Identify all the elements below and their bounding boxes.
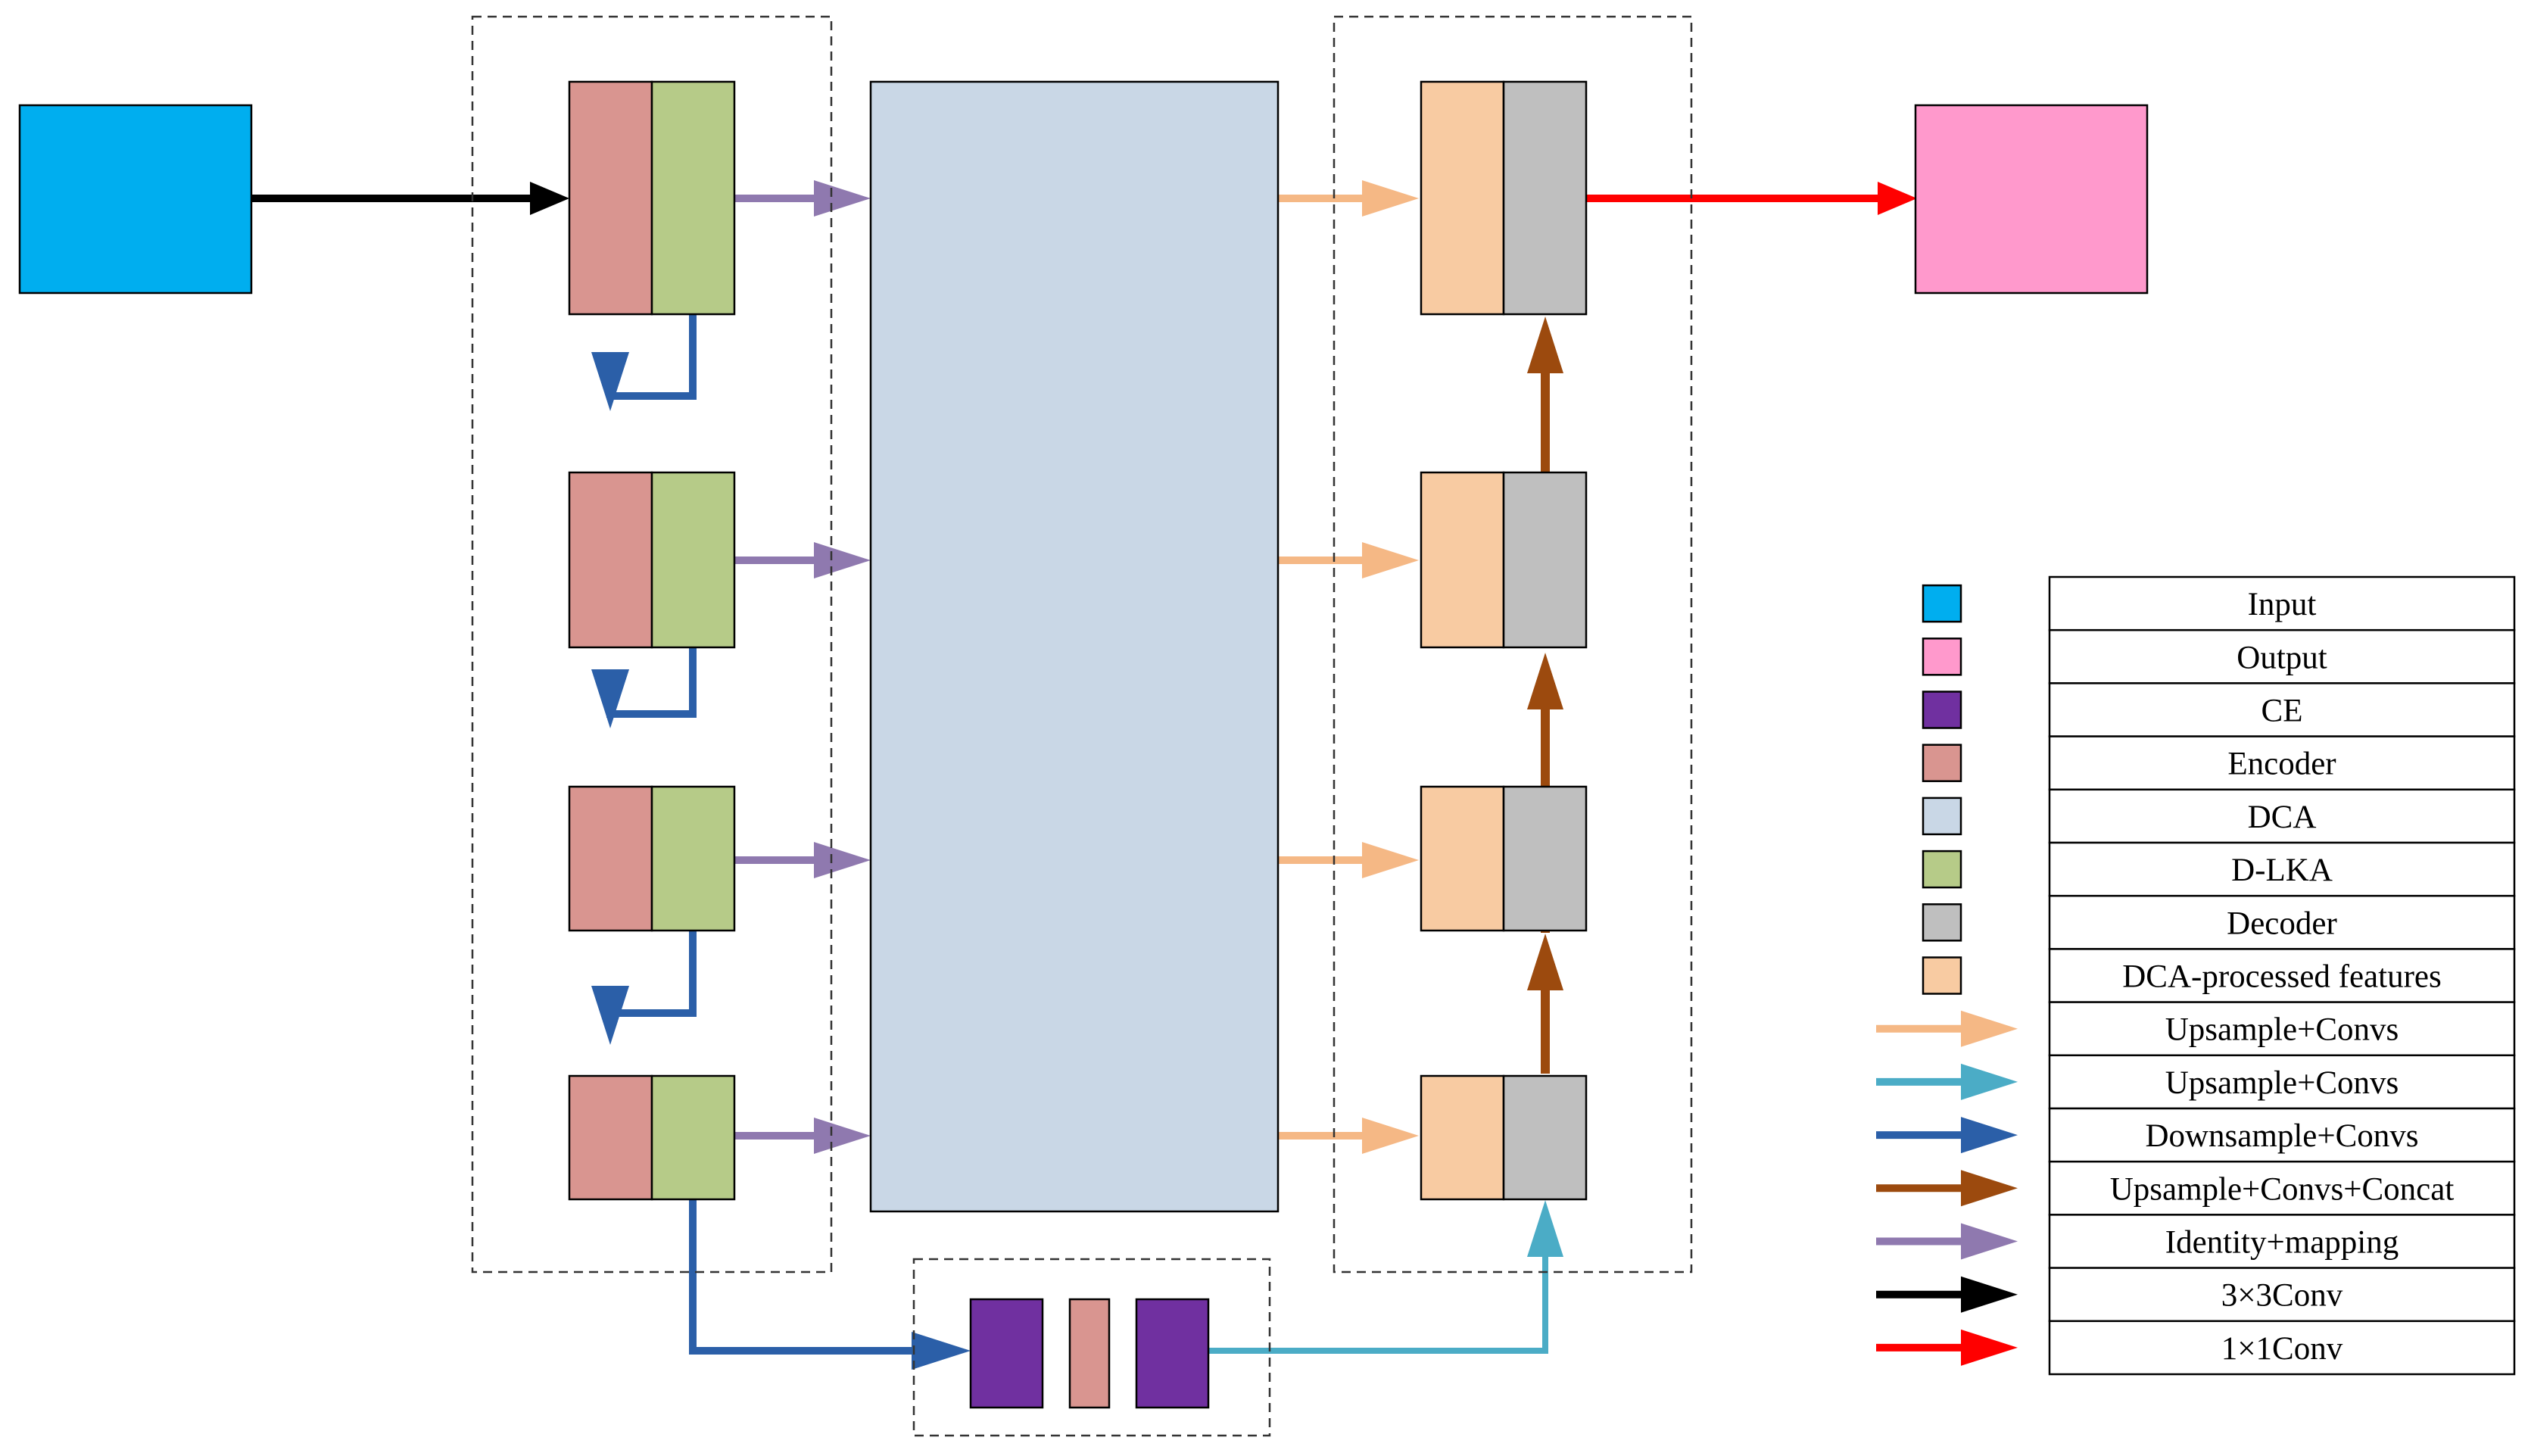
ce-group-outline — [912, 1258, 1271, 1437]
conv1x1-arrow-icon — [1876, 1329, 2018, 1366]
downsample-arrow-2 — [591, 645, 697, 728]
decoder-block-3 — [1502, 785, 1588, 932]
dca-features-block-2 — [1420, 471, 1505, 649]
connector-layer — [248, 180, 1917, 1370]
ce-block-2 — [1135, 1298, 1210, 1409]
output-block — [1914, 104, 2149, 295]
legend-label-11: Downsample+Convs — [2145, 1118, 2418, 1154]
output-swatch — [1922, 638, 1962, 676]
legend-label-6: D-LKA — [2231, 853, 2333, 888]
upsample-arrow-3 — [1278, 842, 1419, 878]
legend-label-12: Upsample+Convs+Concat — [2110, 1171, 2455, 1207]
legend-row-1 — [2048, 575, 2516, 631]
identity-arrow-icon — [1876, 1223, 2018, 1260]
ce-encoder-block — [1068, 1298, 1111, 1409]
legend-row-8 — [2048, 948, 2516, 1003]
encoder-block-1 — [568, 80, 653, 316]
input-block — [18, 104, 253, 295]
identity-arrow-1 — [734, 180, 871, 217]
decoder-swatch — [1922, 903, 1962, 942]
legend-label-15: 1×1Conv — [2221, 1331, 2343, 1367]
dca-swatch — [1922, 797, 1962, 836]
ce-block-1 — [969, 1298, 1044, 1409]
legend-row-13 — [2048, 1214, 2516, 1269]
dlka-block-3 — [650, 785, 736, 932]
legend-label-5: DCA — [2248, 800, 2317, 835]
identity-arrow-2 — [734, 542, 871, 578]
identity-arrow-3 — [734, 842, 871, 878]
legend-label-3: CE — [2261, 694, 2303, 729]
upsample-arrow-4 — [1278, 1118, 1419, 1154]
upsample-orange-arrow-icon — [1876, 1010, 2018, 1047]
legend-row-12 — [2048, 1160, 2516, 1216]
decoder-block-1 — [1502, 80, 1588, 316]
dca-features-block-1 — [1420, 80, 1505, 316]
legend-label-13: Identity+mapping — [2165, 1225, 2399, 1261]
dlka-swatch — [1922, 850, 1962, 889]
legend-label-2: Output — [2237, 640, 2327, 675]
downsample-arrow-icon — [1876, 1117, 2018, 1154]
legend-label-9: Upsample+Convs — [2165, 1012, 2399, 1048]
legend-row-7 — [2048, 894, 2516, 950]
encoder-block-4 — [568, 1074, 653, 1201]
dca-block — [869, 80, 1280, 1213]
legend-row-14 — [2048, 1267, 2516, 1323]
upsample-arrow-2 — [1278, 542, 1419, 578]
input-swatch — [1922, 584, 1962, 623]
legend-label-14: 3×3Conv — [2221, 1278, 2343, 1314]
upsample-arrow-1 — [1278, 180, 1419, 217]
encoder-group-outline — [471, 15, 833, 1274]
legend-row-4 — [2048, 735, 2516, 791]
legend-label-7: Decoder — [2227, 906, 2337, 941]
upsample-ce-arrow — [1208, 1200, 1563, 1354]
legend-label-10: Upsample+Convs — [2165, 1065, 2399, 1101]
legend-label-1: Input — [2248, 587, 2317, 622]
dlka-block-2 — [650, 471, 736, 649]
legend-row-5 — [2048, 788, 2516, 844]
dca-features-block-3 — [1420, 785, 1505, 932]
ce-swatch — [1922, 691, 1962, 729]
downsample-ce-arrow — [689, 1199, 971, 1370]
encoder-swatch — [1922, 744, 1962, 782]
legend-row-10 — [2048, 1054, 2516, 1110]
dca-features-swatch — [1922, 956, 1962, 995]
decoder-group-outline — [1333, 15, 1693, 1274]
conv3x3-arrow — [248, 182, 569, 215]
conv3x3-arrow-icon — [1876, 1276, 2018, 1313]
downsample-arrow-1 — [591, 314, 697, 411]
dlka-block-1 — [650, 80, 736, 316]
encoder-block-3 — [568, 785, 653, 932]
legend-label-4: Encoder — [2227, 747, 2336, 782]
legend-row-11 — [2048, 1107, 2516, 1163]
decoder-block-2 — [1502, 471, 1588, 649]
upsample-teal-arrow-icon — [1876, 1063, 2018, 1100]
block-layer — [18, 15, 2149, 1437]
concat-arrow-icon — [1876, 1170, 2018, 1207]
conv1x1-arrow — [1585, 182, 1917, 215]
identity-arrow-4 — [734, 1118, 871, 1154]
concat-arrow-1 — [1527, 934, 1563, 1074]
dlka-block-4 — [650, 1074, 736, 1201]
legend-row-3 — [2048, 682, 2516, 737]
dca-features-block-4 — [1420, 1074, 1505, 1201]
legend-row-9 — [2048, 1001, 2516, 1057]
legend-row-15 — [2048, 1320, 2516, 1376]
downsample-arrow-3 — [591, 928, 697, 1045]
decoder-block-4 — [1502, 1074, 1588, 1201]
encoder-block-2 — [568, 471, 653, 649]
legend-label-8: DCA-processed features — [2122, 959, 2441, 995]
